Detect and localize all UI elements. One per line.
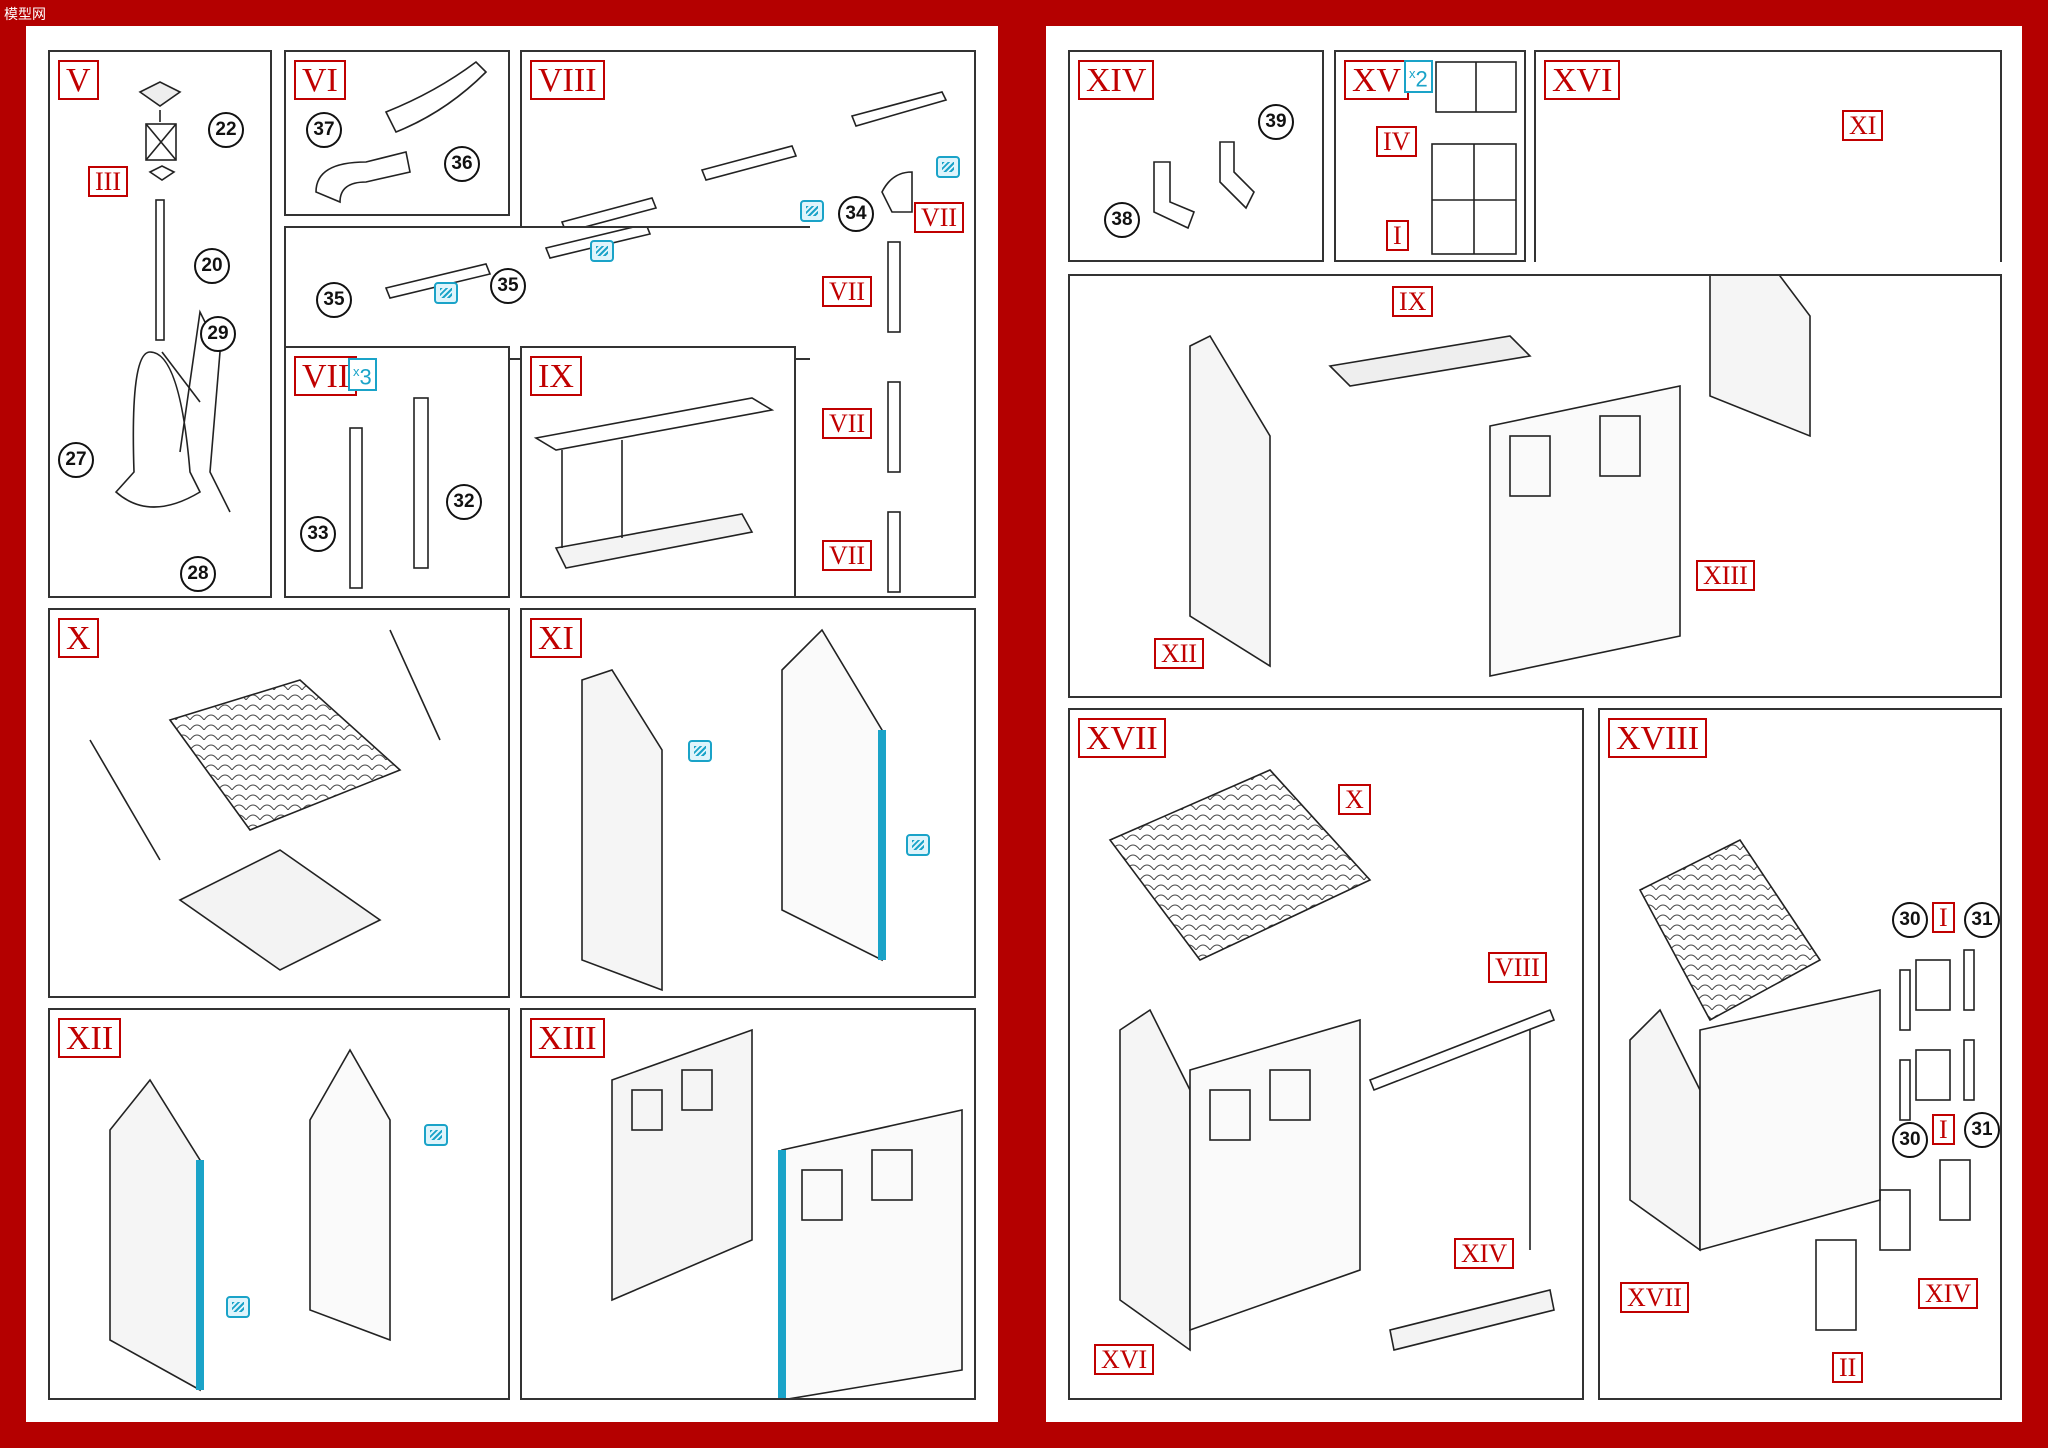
gutter-diagram [560,91,948,593]
gable-wall-diagram [581,628,886,992]
step-title: VIII [530,60,605,100]
panel-step-XVI-assembly: IX XIII XII [1068,274,2002,698]
label-III: III [88,166,128,197]
part-29: 29 [200,316,236,352]
side-wall-diagram [109,1048,391,1392]
part-36: 36 [444,146,480,182]
step-title: V [58,60,99,100]
multiplier-value: 2 [1415,66,1428,92]
pipe-diagram [315,60,488,204]
final-house-diagram [1629,838,1975,1331]
pipe-shoe-diagram [1153,141,1255,230]
step-title: XVI [1544,60,1621,100]
facade-assembly-diagram [1189,276,1811,677]
label-VII: VII [914,202,965,233]
label-VII: VII [822,276,873,307]
part-32: 32 [446,484,482,520]
label-XIV: XIV [1454,1238,1515,1269]
label-VII: VII [822,408,873,439]
glue-icon [590,240,614,262]
logo: 模型网 [4,6,46,22]
glue-icon [226,1296,250,1318]
part-39: 39 [1258,104,1294,140]
panel-step-VI: VI 37 36 [284,50,510,216]
label-I: I [1932,1114,1955,1145]
glue-icon [434,282,458,304]
canopy-diagram [533,397,775,569]
right-page: XIV 39 38 XV x2 IV I XVI XI [1046,26,2022,1422]
label-X: X [1338,784,1371,815]
label-VIII: VIII [1488,952,1547,983]
step-title: XV [1344,60,1410,100]
label-XVI: XVI [1094,1344,1155,1375]
step-title: XII [58,1018,122,1058]
step-title: IX [530,356,582,396]
part-31: 31 [1964,1112,2000,1148]
part-37: 37 [306,112,342,148]
panel-step-XIV: XIV 39 38 [1068,50,1324,262]
window-diagram [1431,61,1517,255]
glue-icon [800,200,824,222]
label-XIII: XIII [1696,560,1755,591]
part-20: 20 [194,248,230,284]
front-wall-diagram [611,1028,963,1398]
label-II: II [1832,1352,1864,1383]
glue-icon [906,834,930,856]
multiplier-badge: x3 [348,358,377,392]
part-30: 30 [1892,1122,1928,1158]
part-33: 33 [300,516,336,552]
label-XVII: XVII [1620,1282,1689,1313]
label-VII: VII [822,540,873,571]
panel-step-XII: XII [48,1008,510,1400]
step-title: XI [530,618,582,658]
part-34: 34 [838,196,874,232]
panel-step-XVII: XVII X VIII XIV XVI [1068,708,1584,1400]
part-22: 22 [208,112,244,148]
multiplier-value: 3 [359,364,372,390]
panel-step-XIII: XIII [520,1008,976,1400]
left-page: V III 22 20 29 27 28 VI [26,26,998,1422]
downpipe-diagram [349,397,429,589]
panel-step-XVI: XVI XI [1534,50,2002,262]
step-title: X [58,618,99,658]
part-31: 31 [1964,902,2000,938]
panel-step-XV: XV x2 IV I [1334,50,1526,262]
step-title: XVII [1078,718,1166,758]
step-title: VII [294,356,358,396]
step-title: XIV [1078,60,1155,100]
glue-icon [424,1124,448,1146]
label-XIV: XIV [1918,1278,1979,1309]
step-title: VI [294,60,346,100]
label-I: I [1932,902,1955,933]
roof-diagram [89,629,441,971]
panel-step-X: X [48,608,510,998]
house-assembly-diagram [1108,769,1556,1352]
part-28: 28 [180,556,216,592]
label-XI: XI [1842,110,1884,141]
gutter-row-diagram [384,228,652,299]
label-XII: XII [1154,638,1205,669]
panel-step-VIII-gutters: 35 35 [284,226,810,360]
panel-step-V: V III 22 20 29 27 28 [48,50,272,598]
label-IX: IX [1392,286,1434,317]
part-27: 27 [58,442,94,478]
step-title: XVIII [1608,718,1708,758]
part-30: 30 [1892,902,1928,938]
label-IV: IV [1376,126,1418,157]
panel-step-IX: IX [520,346,796,598]
panel-step-XI: XI [520,608,976,998]
step-title: XIII [530,1018,605,1058]
glue-icon [936,156,960,178]
glue-icon [688,740,712,762]
panel-step-XVIII: XVIII 30 I 31 30 I 31 XVII XIV II [1598,708,2002,1400]
lamp-diagram [114,81,231,513]
part-35: 35 [316,282,352,318]
label-I: I [1386,220,1409,251]
multiplier-badge: x2 [1404,60,1433,94]
panel-step-VII: VII x3 32 33 [284,346,510,598]
part-35: 35 [490,268,526,304]
part-38: 38 [1104,202,1140,238]
